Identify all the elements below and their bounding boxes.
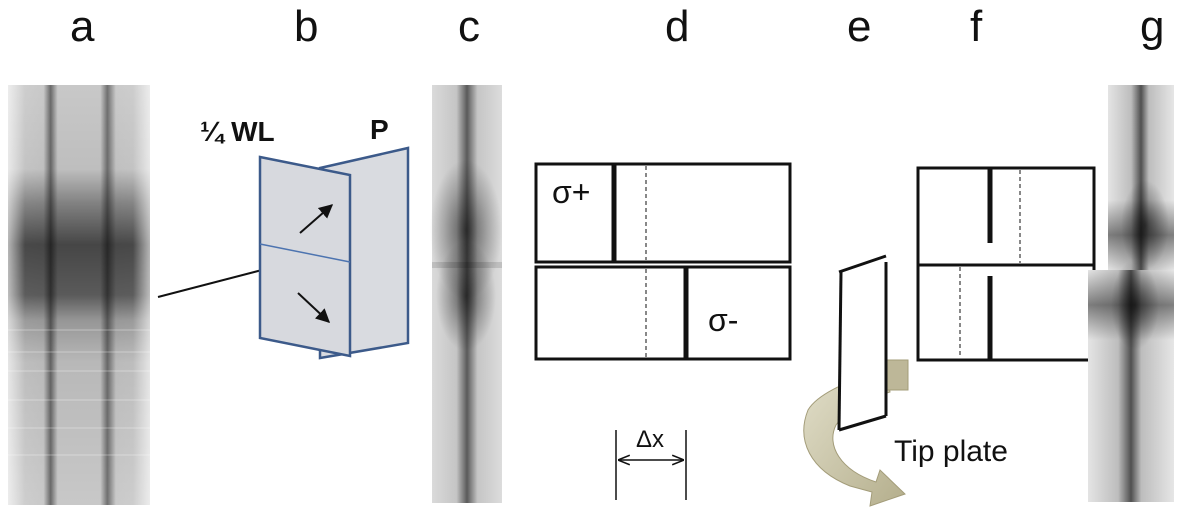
arrow-up-right-icon: [299, 204, 334, 234]
box-aligned-bottom: [916, 263, 1096, 362]
box-aligned-top: [916, 166, 1096, 267]
spectrum-c: [430, 85, 502, 503]
tip-plate: [803, 254, 909, 507]
sigma-minus-label: σ-: [708, 302, 738, 338]
tip-plate-label: Tip plate: [894, 435, 1008, 468]
panel-label-c: c: [458, 2, 480, 51]
sigma-plus-label: σ+: [552, 174, 590, 210]
plate-quarter-wave: [258, 155, 352, 358]
panel-label-e: e: [847, 2, 872, 51]
box-sigma-plus: [534, 162, 792, 264]
box-sigma-minus: [534, 265, 792, 361]
quarter-wave-label: ¼ WL: [200, 116, 275, 147]
panel-label-b: b: [294, 2, 319, 51]
polarizer-label: P: [370, 114, 389, 145]
spectrum-a: [8, 85, 150, 505]
panel-label-f: f: [970, 2, 983, 51]
panel-label-d: d: [665, 2, 690, 51]
arrow-down-right-icon: [297, 292, 331, 323]
shift-label: Δx: [636, 426, 664, 453]
panel-label-a: a: [70, 2, 95, 51]
spectrum-g: [1088, 85, 1174, 502]
panel-label-g: g: [1140, 2, 1165, 51]
shift-dimension: [615, 430, 687, 500]
